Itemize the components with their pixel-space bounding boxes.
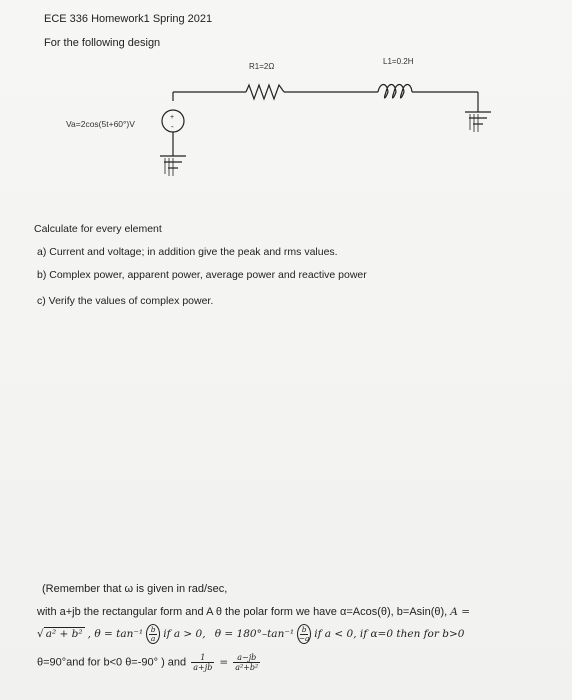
condition-1: if a > 0, — [163, 627, 206, 640]
remember-line1: (Remember that ω is given in rad/sec, — [42, 583, 228, 595]
design-intro: For the following design — [44, 37, 161, 49]
theta-formula-2: θ = 180°–tan⁻¹ — [214, 627, 295, 640]
frac2-den: a²+b² — [235, 663, 259, 672]
source-plus-sign: + — [170, 114, 174, 121]
paren1-num: b — [149, 625, 158, 635]
equals-sign: = — [219, 656, 229, 669]
remember-line2-math: A = — [450, 606, 470, 618]
question-b: b) Complex power, apparent power, averag… — [37, 269, 367, 281]
ratio-paren-2: b−a — [297, 624, 312, 644]
sqrt-expression: a² + b² — [43, 626, 85, 640]
theta-formula-1: , θ = tan⁻¹ — [87, 627, 144, 640]
paren1-den: a — [150, 634, 156, 643]
resistor-label: R1=2Ω — [249, 62, 275, 71]
homework-title: ECE 336 Homework1 Spring 2021 — [44, 13, 213, 25]
condition-2: if a < 0, if α=0 then for b>0 — [314, 627, 465, 640]
frac1-den: a+jb — [193, 663, 213, 672]
resistor-symbol — [245, 83, 285, 101]
question-intro: Calculate for every element — [34, 223, 162, 235]
frac1-num: 1 — [191, 653, 215, 663]
sqrt-symbol: √ — [37, 627, 44, 640]
question-c: c) Verify the values of complex power. — [37, 295, 214, 307]
inductor-symbol — [377, 83, 413, 99]
remember-line4-text: θ=90°and for b<0 θ=-90° ) and — [37, 656, 187, 669]
paren2-num: b — [300, 625, 309, 635]
question-a: a) Current and voltage; in addition give… — [37, 246, 338, 258]
source-label: Va=2cos(5t+60°)V — [66, 119, 135, 129]
remember-line2: with a+jb the rectangular form and A θ t… — [37, 606, 470, 618]
frac2-num: a−jb — [233, 653, 261, 663]
inductor-label: L1=0.2H — [383, 57, 414, 66]
circuit-diagram: + - — [160, 83, 491, 176]
source-minus-sign: - — [171, 122, 174, 131]
paren2-den: −a — [298, 634, 310, 643]
remember-line2-text: with a+jb the rectangular form and A θ t… — [37, 606, 448, 618]
